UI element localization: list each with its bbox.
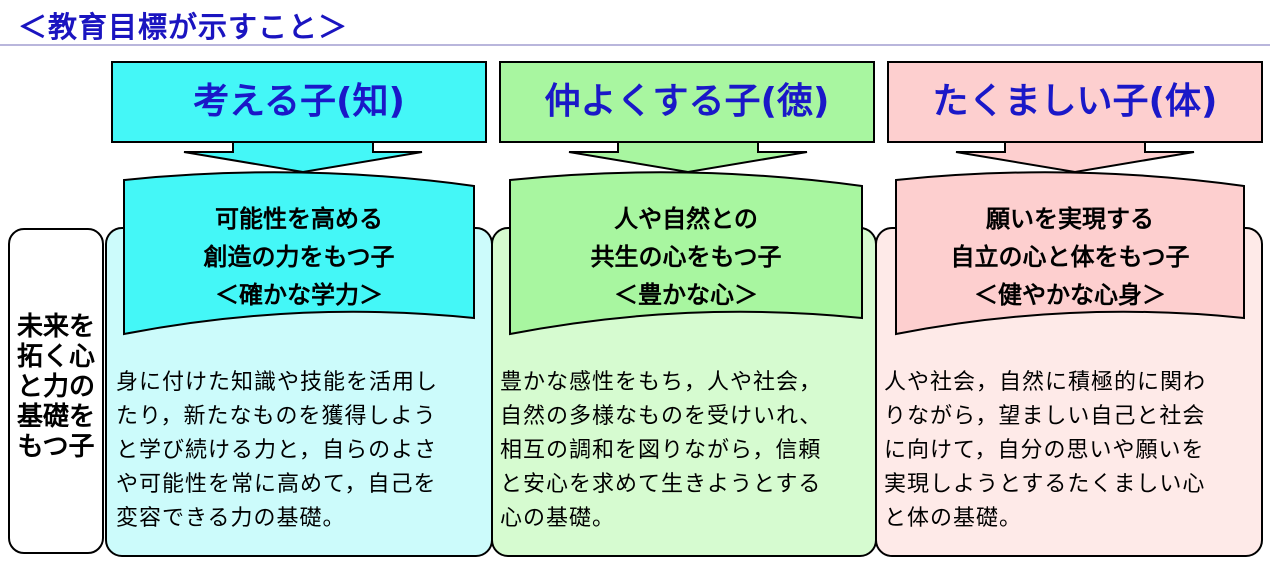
description-line: 豊かな感性をもち，人や社会，	[500, 370, 823, 395]
arrow-body	[955, 141, 1195, 174]
side-label-text: 未来を 拓く心 と力の 基礎を もつ子	[10, 312, 102, 462]
description-line: りながら，望ましい自己と社会	[884, 404, 1206, 429]
header-box-morality	[499, 61, 875, 143]
description-morality: 豊かな感性をもち，人や社会， 自然の多様なものを受けいれ、 相互の調和を図りなが…	[500, 366, 822, 536]
banner-line: 可能性を高める	[215, 205, 383, 233]
side-label-line: もつ子	[17, 432, 95, 462]
description-line: 心の基礎。	[500, 506, 616, 531]
banner-line: 願いを実現する	[986, 205, 1154, 233]
side-label-line: と力の	[16, 372, 95, 402]
banner-line: 共生の心をもつ子	[590, 243, 782, 271]
description-line: 実現しようとするたくましい心	[884, 472, 1206, 497]
banner-line: 自立の心と体をもつ子	[950, 243, 1190, 271]
banner-line: 人や自然との	[614, 205, 758, 233]
banner-text-knowledge: 可能性を高める 創造の力をもつ子 ＜確かな学力＞	[124, 200, 474, 314]
description-body: 人や社会，自然に積極的に関わ りながら，望ましい自己と社会 に向けて，自分の思い…	[884, 366, 1206, 536]
side-label-line: 未来を	[16, 312, 95, 342]
banner-knowledge	[123, 171, 475, 336]
banner-morality	[509, 171, 863, 336]
header-box-body	[887, 61, 1263, 143]
side-label-line: 拓く心	[16, 342, 95, 372]
arrow-knowledge	[183, 141, 423, 174]
header-body: たくましい子(体)	[932, 81, 1218, 122]
description-line: 変容できる力の基礎。	[116, 506, 346, 531]
description-line: と体の基礎。	[884, 506, 1023, 531]
description-line: に向けて，自分の思いや願いを	[884, 438, 1205, 463]
description-line: たり，新たなものを獲得しよう	[116, 404, 437, 429]
description-line: と学び続ける力と，自らのよさ	[116, 438, 438, 463]
header-box-knowledge	[111, 61, 487, 143]
banner-text-morality: 人や自然との 共生の心をもつ子 ＜豊かな心＞	[510, 200, 862, 314]
banner-line: 創造の力をもつ子	[203, 243, 395, 271]
description-knowledge: 身に付けた知識や技能を活用し たり，新たなものを獲得しよう と学び続ける力と，自…	[116, 366, 438, 536]
banner-line: ＜確かな学力＞	[215, 281, 383, 309]
description-line: 人や社会，自然に積極的に関わ	[884, 370, 1207, 395]
banner-text-body: 願いを実現する 自立の心と体をもつ子 ＜健やかな心身＞	[896, 200, 1244, 314]
side-label-box: 未来を 拓く心 と力の 基礎を もつ子	[8, 228, 104, 554]
description-line: と安心を求めて生きようとする	[500, 472, 822, 497]
header-morality: 仲よくする子(徳)	[544, 81, 830, 122]
description-line: 自然の多様なものを受けいれ、	[500, 404, 823, 429]
description-line: 相互の調和を図りながら，信頼	[500, 438, 822, 463]
banner-line: ＜豊かな心＞	[614, 281, 758, 309]
title-underline	[0, 44, 1270, 46]
arrow-morality	[568, 141, 808, 174]
description-line: 身に付けた知識や技能を活用し	[116, 370, 439, 395]
side-label-line: 基礎を	[16, 402, 95, 432]
page-title: ＜教育目標が示すこと＞	[18, 10, 349, 44]
description-line: や可能性を常に高めて，自己を	[116, 472, 437, 497]
banner-line: ＜健やかな心身＞	[974, 281, 1166, 309]
banner-body	[895, 171, 1245, 336]
header-knowledge: 考える子(知)	[193, 81, 405, 122]
